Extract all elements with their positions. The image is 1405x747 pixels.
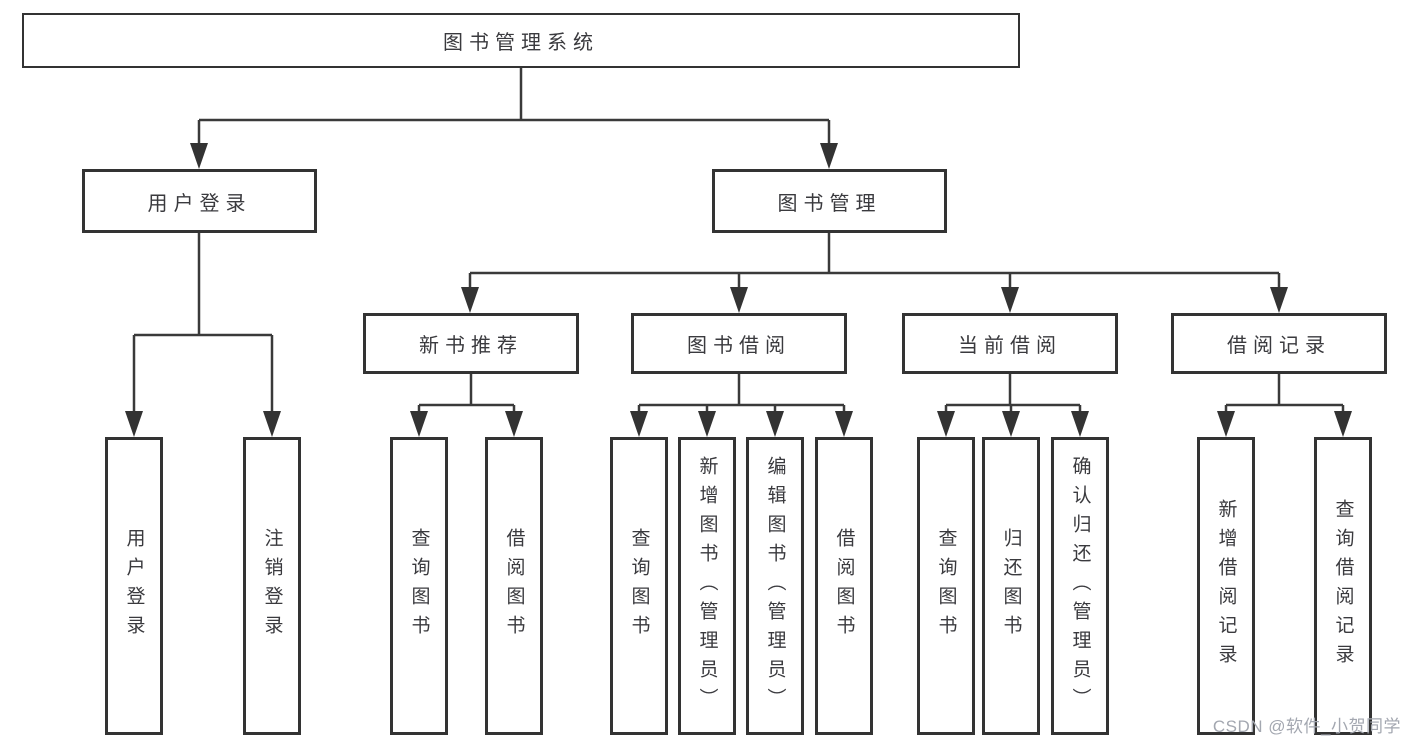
leaf-label: 编辑图书（管理员） bbox=[764, 455, 786, 717]
arrowhead bbox=[461, 287, 479, 313]
node-new-book-recommend: 新书推荐 bbox=[363, 313, 579, 374]
csdn-watermark: CSDN @软件_小贺同学 bbox=[1212, 717, 1401, 736]
node-label: 图书借阅 bbox=[687, 335, 791, 357]
arrowhead bbox=[125, 411, 143, 437]
leaf-edit-books-admin: 编辑图书（管理员） bbox=[746, 437, 804, 735]
arrowhead bbox=[1270, 287, 1288, 313]
arrowhead bbox=[410, 411, 428, 437]
node-label: 图书管理 bbox=[777, 192, 882, 215]
arrowhead bbox=[505, 411, 523, 437]
leaf-add-books-admin: 新增图书（管理员） bbox=[678, 437, 736, 735]
connector-borrow-records bbox=[1224, 374, 1345, 413]
leaf-query-books-3: 查询图书 bbox=[917, 437, 975, 735]
arrowhead bbox=[1002, 411, 1020, 437]
node-borrow-records: 借阅记录 bbox=[1171, 313, 1387, 374]
leaf-confirm-return-admin: 确认归还（管理员） bbox=[1051, 437, 1109, 735]
leaf-borrow-books-1: 借阅图书 bbox=[485, 437, 543, 735]
arrowhead bbox=[1217, 411, 1235, 437]
arrowhead bbox=[766, 411, 784, 437]
connector-new-books bbox=[417, 374, 516, 413]
leaf-label: 新增借阅记录 bbox=[1215, 499, 1237, 673]
arrowhead bbox=[630, 411, 648, 437]
leaf-label: 查询图书 bbox=[628, 528, 650, 644]
leaf-label: 查询图书 bbox=[408, 528, 430, 644]
leaf-borrow-books-2: 借阅图书 bbox=[815, 437, 873, 735]
node-book-management: 图书管理 bbox=[712, 169, 947, 233]
node-label: 图书管理系统 bbox=[443, 32, 599, 54]
connector-current-borrow bbox=[944, 374, 1082, 413]
arrowhead bbox=[1334, 411, 1352, 437]
leaf-label: 注销登录 bbox=[261, 528, 283, 644]
leaf-label: 归还图书 bbox=[1000, 528, 1022, 644]
arrowhead bbox=[1071, 411, 1089, 437]
arrowhead bbox=[698, 411, 716, 437]
node-user-login: 用户登录 bbox=[82, 169, 317, 233]
leaf-label: 查询借阅记录 bbox=[1332, 499, 1354, 673]
arrowhead bbox=[820, 143, 838, 169]
leaf-label: 借阅图书 bbox=[833, 528, 855, 644]
node-book-borrow: 图书借阅 bbox=[631, 313, 847, 374]
leaf-query-books-1: 查询图书 bbox=[390, 437, 448, 735]
node-current-borrow: 当前借阅 bbox=[902, 313, 1118, 374]
leaf-query-borrow-record: 查询借阅记录 bbox=[1314, 437, 1372, 735]
arrowhead bbox=[937, 411, 955, 437]
leaf-label: 新增图书（管理员） bbox=[696, 455, 718, 717]
leaf-logout: 注销登录 bbox=[243, 437, 301, 735]
arrowhead bbox=[835, 411, 853, 437]
leaf-return-books: 归还图书 bbox=[982, 437, 1040, 735]
arrowhead bbox=[190, 143, 208, 169]
arrowhead bbox=[263, 411, 281, 437]
leaf-label: 确认归还（管理员） bbox=[1069, 455, 1091, 717]
leaf-label: 查询图书 bbox=[935, 528, 957, 644]
connector-book-borrow bbox=[637, 374, 846, 413]
node-label: 当前借阅 bbox=[958, 335, 1062, 357]
leaf-add-borrow-record: 新增借阅记录 bbox=[1197, 437, 1255, 735]
node-label: 用户登录 bbox=[147, 192, 252, 215]
leaf-label: 借阅图书 bbox=[503, 528, 525, 644]
connector-root bbox=[197, 68, 831, 145]
node-label: 新书推荐 bbox=[419, 335, 523, 357]
connector-book-mgmt bbox=[468, 233, 1281, 289]
arrowhead bbox=[1001, 287, 1019, 313]
connector-user-login bbox=[132, 233, 274, 413]
leaf-user-login: 用户登录 bbox=[105, 437, 163, 735]
node-label: 借阅记录 bbox=[1227, 335, 1331, 357]
node-library-system: 图书管理系统 bbox=[22, 13, 1020, 68]
arrowhead bbox=[730, 287, 748, 313]
leaf-label: 用户登录 bbox=[123, 528, 145, 644]
leaf-query-books-2: 查询图书 bbox=[610, 437, 668, 735]
